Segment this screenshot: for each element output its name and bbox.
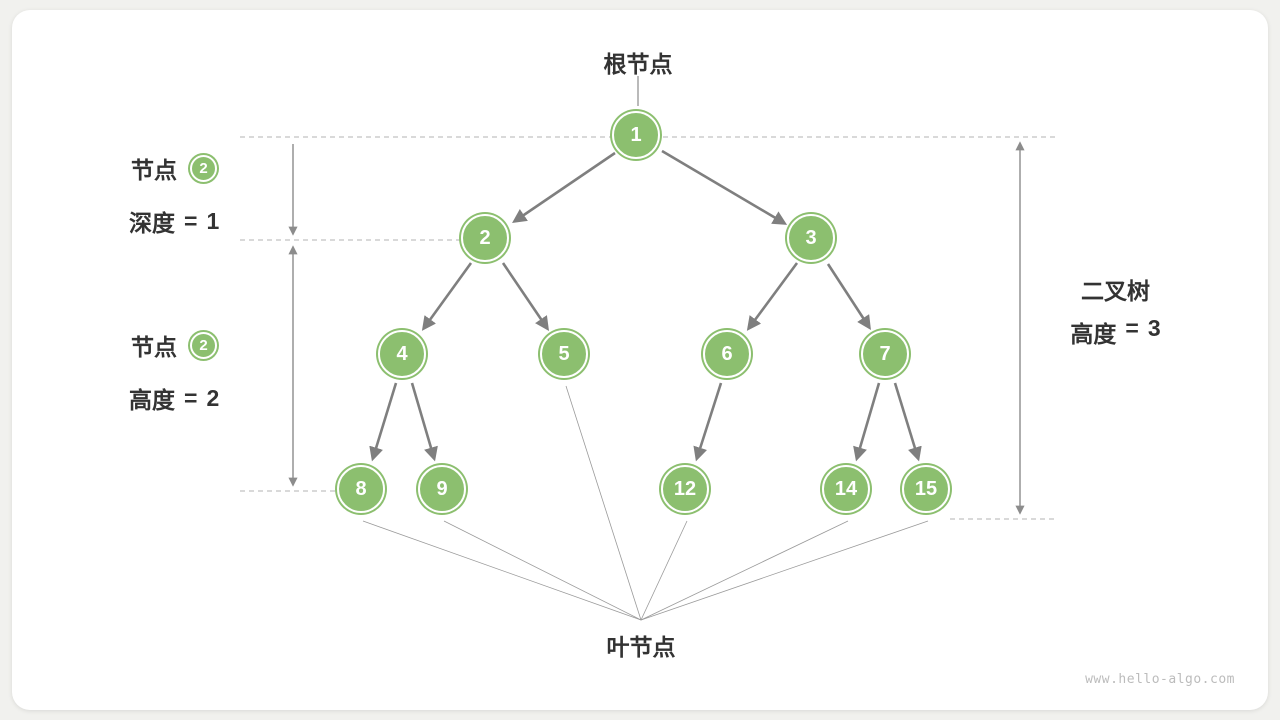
edge-4-9 xyxy=(410,382,438,462)
tree-node-12: 12 xyxy=(661,465,709,513)
edge-2-5 xyxy=(501,262,550,331)
node-height-label: 节点 xyxy=(131,334,177,360)
tree-node-7: 7 xyxy=(861,330,909,378)
tree-node-15: 15 xyxy=(902,465,950,513)
leaf-node-label: 叶节点 xyxy=(606,634,676,660)
dashed-level-lines xyxy=(240,136,1058,520)
tree-node-9: 9 xyxy=(418,465,466,513)
edge-7-14 xyxy=(853,382,881,462)
tree-node-5: 5 xyxy=(540,330,588,378)
height-equals-sign: = xyxy=(184,384,198,411)
leaf-pointer-lines xyxy=(362,385,929,621)
edge-1-3 xyxy=(661,149,788,225)
tree-node-3: 3 xyxy=(787,214,835,262)
root-node-label: 根节点 xyxy=(603,51,673,77)
tree-height-equals-sign: = xyxy=(1125,315,1139,341)
edge-6-12 xyxy=(693,382,723,462)
tree-edges xyxy=(369,149,922,462)
edge-3-6 xyxy=(746,262,799,331)
edge-1-2 xyxy=(512,151,616,224)
tree-height-annotation: 二叉树 高度 = 3 xyxy=(1043,272,1188,349)
node-height-badge: 2 xyxy=(190,331,217,359)
node-depth-label: 节点 xyxy=(131,157,177,183)
height-metric: 高度 xyxy=(129,387,175,413)
node-height-annotation: 节点 2 xyxy=(131,328,217,362)
depth-value: 1 xyxy=(206,207,220,234)
tree-node-6: 6 xyxy=(703,330,751,378)
tree-node-14: 14 xyxy=(822,465,870,513)
node-height-equation: 高度 = 2 xyxy=(129,381,219,415)
node-depth-equation: 深度 = 1 xyxy=(129,204,219,238)
watermark: www.hello-algo.com xyxy=(1085,672,1235,687)
tree-node-8: 8 xyxy=(337,465,385,513)
dimension-arrows xyxy=(288,141,1025,515)
edge-7-15 xyxy=(893,382,922,462)
node-depth-badge: 2 xyxy=(190,154,217,182)
edge-4-8 xyxy=(369,382,398,462)
edge-3-7 xyxy=(826,263,871,330)
tree-height-metric: 高度 xyxy=(1070,321,1117,347)
tree-node-1: 1 xyxy=(612,111,660,159)
tree-height-value: 3 xyxy=(1147,315,1161,341)
tree-node-2: 2 xyxy=(461,214,509,262)
edge-2-4 xyxy=(421,262,473,331)
tree-node-4: 4 xyxy=(378,330,426,378)
height-value: 2 xyxy=(206,384,220,411)
depth-equals-sign: = xyxy=(184,207,198,234)
tree-height-title: 二叉树 xyxy=(1081,278,1150,304)
depth-metric: 深度 xyxy=(129,210,175,236)
node-depth-annotation: 节点 2 xyxy=(131,151,217,185)
